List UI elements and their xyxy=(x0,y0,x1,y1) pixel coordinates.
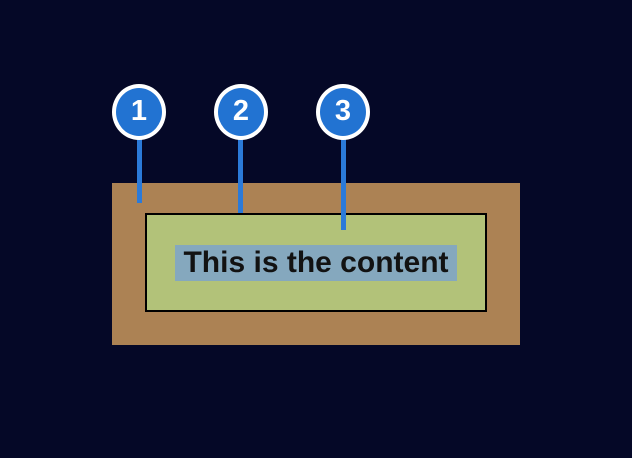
callout-3-line xyxy=(341,112,346,230)
callout-3-number: 3 xyxy=(334,94,352,127)
inner-padding-box: This is the content xyxy=(145,213,487,312)
callout-1-badge: 1 xyxy=(112,84,166,140)
callout-2-number: 2 xyxy=(232,94,250,127)
callout-1-line xyxy=(137,112,142,203)
callout-2-badge: 2 xyxy=(214,84,268,140)
callout-3-badge: 3 xyxy=(316,84,370,140)
callout-2-line xyxy=(238,112,243,213)
content-text: This is the content xyxy=(175,244,457,281)
callout-1-number: 1 xyxy=(130,94,148,127)
